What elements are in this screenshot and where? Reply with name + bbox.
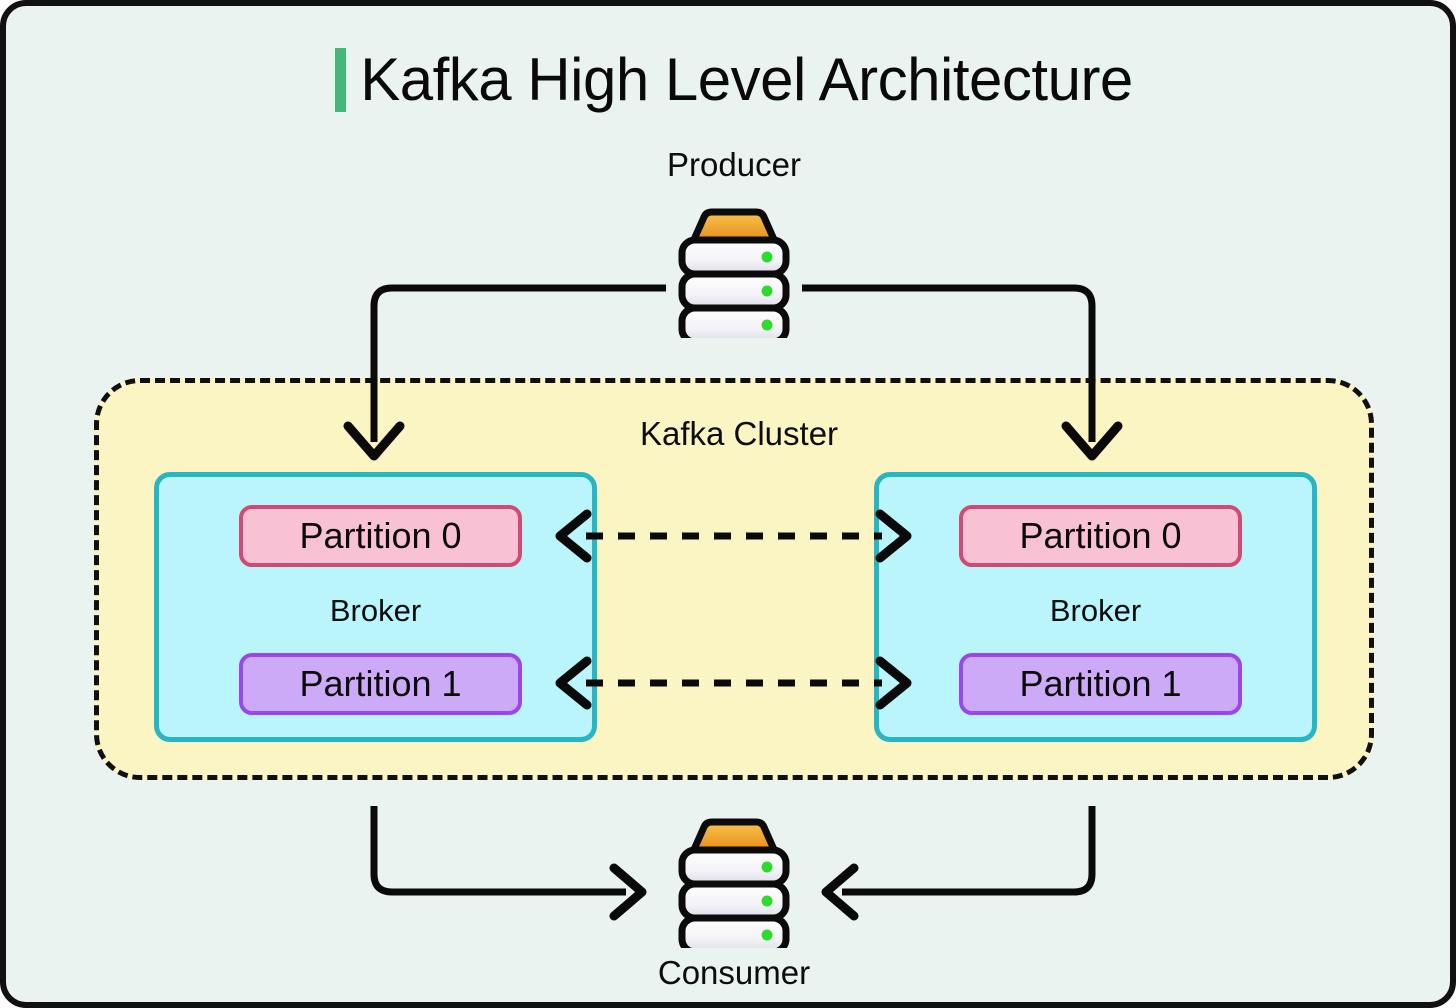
broker-left-partition-1: Partition 1	[239, 653, 522, 715]
title-text: Kafka High Level Architecture	[360, 46, 1133, 113]
producer-label: Producer	[667, 146, 801, 183]
kafka-cluster-label: Kafka Cluster	[639, 415, 839, 452]
arrow-broker-left-to-consumer	[370, 806, 647, 921]
diagram-title: Kafka High Level Architecture	[6, 34, 1450, 126]
consumer-server-icon	[674, 818, 794, 956]
broker-right-partition-1: Partition 1	[959, 653, 1242, 715]
producer-server-icon	[674, 208, 794, 346]
broker-left: Partition 0 Broker Partition 1	[154, 472, 597, 742]
consumer-label: Consumer	[657, 954, 811, 991]
broker-right-label: Broker	[1049, 593, 1142, 628]
broker-left-label: Broker	[329, 593, 422, 628]
arrow-broker-right-to-consumer	[821, 806, 1096, 921]
broker-right-partition-0: Partition 0	[959, 505, 1242, 567]
title-accent-bar	[335, 48, 347, 112]
broker-right: Partition 0 Broker Partition 1	[874, 472, 1317, 742]
broker-left-partition-0: Partition 0	[239, 505, 522, 567]
